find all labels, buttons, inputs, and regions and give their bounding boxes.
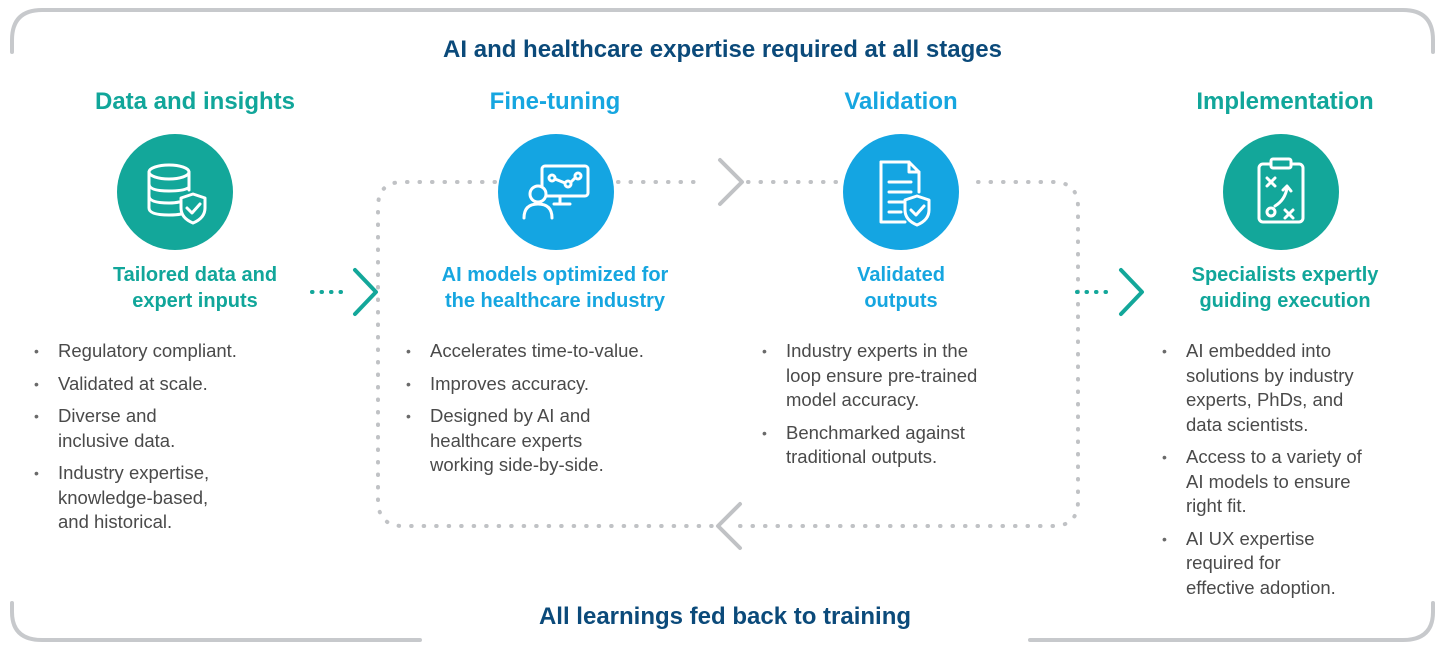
stage-fine-tuning: Fine-tuning AI models optimized for the … xyxy=(400,88,710,312)
flow-arrow-1 xyxy=(310,268,378,316)
loop-arrow-left-icon xyxy=(716,502,742,550)
database-shield-icon xyxy=(117,134,233,250)
stage-title: Data and insights xyxy=(94,88,296,115)
list-item: Regulatory compliant. xyxy=(30,339,330,364)
clipboard-strategy-icon xyxy=(1223,134,1339,250)
stage-subhead: Tailored data and expert inputs xyxy=(112,264,278,312)
document-shield-icon xyxy=(843,134,959,250)
list-item: Accelerates time-to-value. xyxy=(402,339,722,364)
list-item: Improves accuracy. xyxy=(402,372,722,397)
feedback-loop xyxy=(376,180,1080,528)
stage-title: Fine-tuning xyxy=(489,88,621,115)
bullet-list-data: Regulatory compliant. Validated at scale… xyxy=(30,339,330,543)
loop-arrow-right-icon xyxy=(718,158,744,206)
diagram-title: AI and healthcare expertise required at … xyxy=(443,36,1002,63)
stage-subhead: Validated outputs xyxy=(857,264,945,312)
stage-subhead: AI models optimized for the healthcare i… xyxy=(441,264,669,312)
bullet-list-fine-tuning: Accelerates time-to-value. Improves accu… xyxy=(402,339,722,486)
stage-title: Implementation xyxy=(1196,88,1374,115)
list-item: Validated at scale. xyxy=(30,372,330,397)
feedback-caption: All learnings fed back to training xyxy=(538,603,912,630)
stage-implementation: Implementation Specialists expertly guid… xyxy=(1135,88,1435,312)
stage-title: Validation xyxy=(844,88,958,115)
stage-validation: Validation Validated outputs xyxy=(746,88,1056,312)
person-dashboard-icon xyxy=(498,134,614,250)
flow-arrow-2 xyxy=(1075,268,1144,316)
list-item: Industry expertise,knowledge-based,and h… xyxy=(30,461,330,535)
stage-subhead: Specialists expertly guiding execution xyxy=(1191,264,1379,312)
stage-data-insights: Data and insights Tailored data and expe… xyxy=(40,88,350,312)
